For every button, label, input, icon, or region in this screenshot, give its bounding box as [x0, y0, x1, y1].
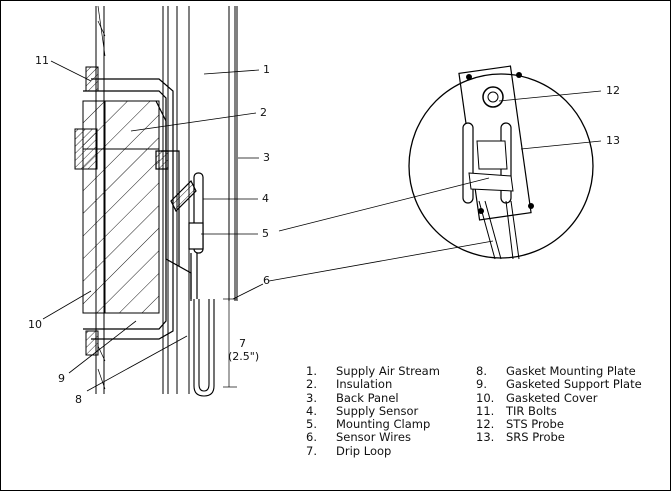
- callout-7: 7: [239, 337, 246, 350]
- detail-magnifier: [408, 65, 594, 260]
- callout-7-dimension: (2.5"): [228, 350, 259, 363]
- callout-4: 4: [262, 192, 269, 205]
- leader-lines: [42, 60, 602, 392]
- callout-6: 6: [263, 274, 270, 287]
- callout-8: 8: [75, 393, 82, 406]
- callout-2: 2: [260, 106, 267, 119]
- supply-sensor: [170, 172, 204, 299]
- drip-loop: [193, 298, 237, 397]
- tir-bolts: [74, 66, 99, 356]
- callout-10: 10: [28, 318, 42, 331]
- callout-11: 11: [35, 54, 49, 67]
- callout-9: 9: [58, 372, 65, 385]
- callout-3: 3: [263, 151, 270, 164]
- callout-13: 13: [606, 134, 620, 147]
- callout-1: 1: [263, 63, 270, 76]
- callout-5: 5: [262, 227, 269, 240]
- callout-12: 12: [606, 84, 620, 97]
- insulation-block: [82, 100, 160, 314]
